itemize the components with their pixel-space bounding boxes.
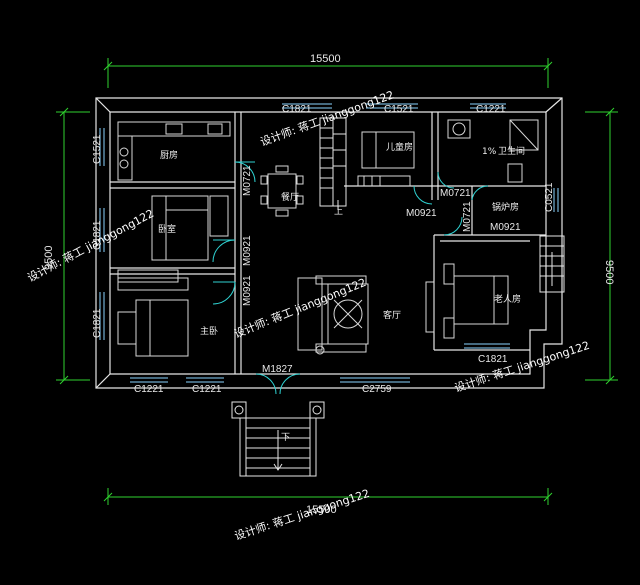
dimension-lines [56, 58, 618, 505]
furniture [117, 119, 539, 357]
windows [99, 103, 559, 383]
interior-stair [319, 117, 347, 210]
label-m1827: M1827 [262, 364, 293, 375]
room-elder: 老人房 [494, 293, 521, 305]
watermark: 设计师: 蒋工 jianggong122 [453, 339, 591, 395]
room-bedroom: 卧室 [158, 223, 176, 235]
label-c1821-top: C1821 [282, 104, 312, 115]
room-master: 主卧 [200, 325, 218, 337]
label-m0721-dining: M0721 [242, 165, 253, 196]
room-boiler: 锅炉房 [492, 201, 519, 213]
dim-bottom: 15500 [306, 504, 337, 516]
label-m0721-bath: M0721 [440, 188, 471, 199]
room-children: 儿童房 [386, 141, 413, 153]
label-m0921-boiler: M0921 [490, 222, 521, 233]
label-c2759: C2759 [362, 384, 392, 395]
bath-number: 1% [482, 147, 497, 157]
doors [212, 161, 489, 395]
dim-left: 9500 [43, 246, 55, 270]
room-dining: 餐厅 [281, 191, 299, 203]
watermark: 设计师: 蒋工 jianggong122 [233, 487, 371, 543]
label-c1821-left-low: C1821 [92, 308, 103, 338]
label-c1221-top: C1221 [476, 104, 506, 115]
dim-right: 9500 [603, 260, 615, 284]
entry-down-marker: 下 [281, 433, 290, 443]
label-c1221-bottom-a: C1221 [134, 384, 164, 395]
stair-up-marker: 上 [334, 206, 343, 217]
label-m0921-master: M0921 [242, 275, 253, 306]
label-c1521-top: C1521 [384, 104, 414, 115]
label-c0521-right: C0521 [544, 182, 555, 212]
room-living: 客厅 [383, 309, 401, 321]
entrance-steps [231, 401, 325, 477]
label-c1221-bottom-b: C1221 [192, 384, 222, 395]
label-m0921-bed: M0921 [242, 235, 253, 266]
side-stair [539, 235, 565, 293]
room-bath: 卫生间 [498, 145, 525, 157]
watermark: 设计师: 蒋工 jianggong122 [259, 88, 396, 148]
room-kitchen: 厨房 [160, 149, 178, 161]
dim-top: 15500 [310, 53, 341, 65]
label-c1821-left-mid: C1821 [92, 220, 103, 250]
label-m0921-children: M0921 [406, 208, 437, 219]
label-m0721-boiler: M0721 [462, 201, 473, 232]
label-c1521-left: C1521 [92, 134, 103, 164]
label-c1821-bottom-right: C1821 [478, 354, 508, 365]
